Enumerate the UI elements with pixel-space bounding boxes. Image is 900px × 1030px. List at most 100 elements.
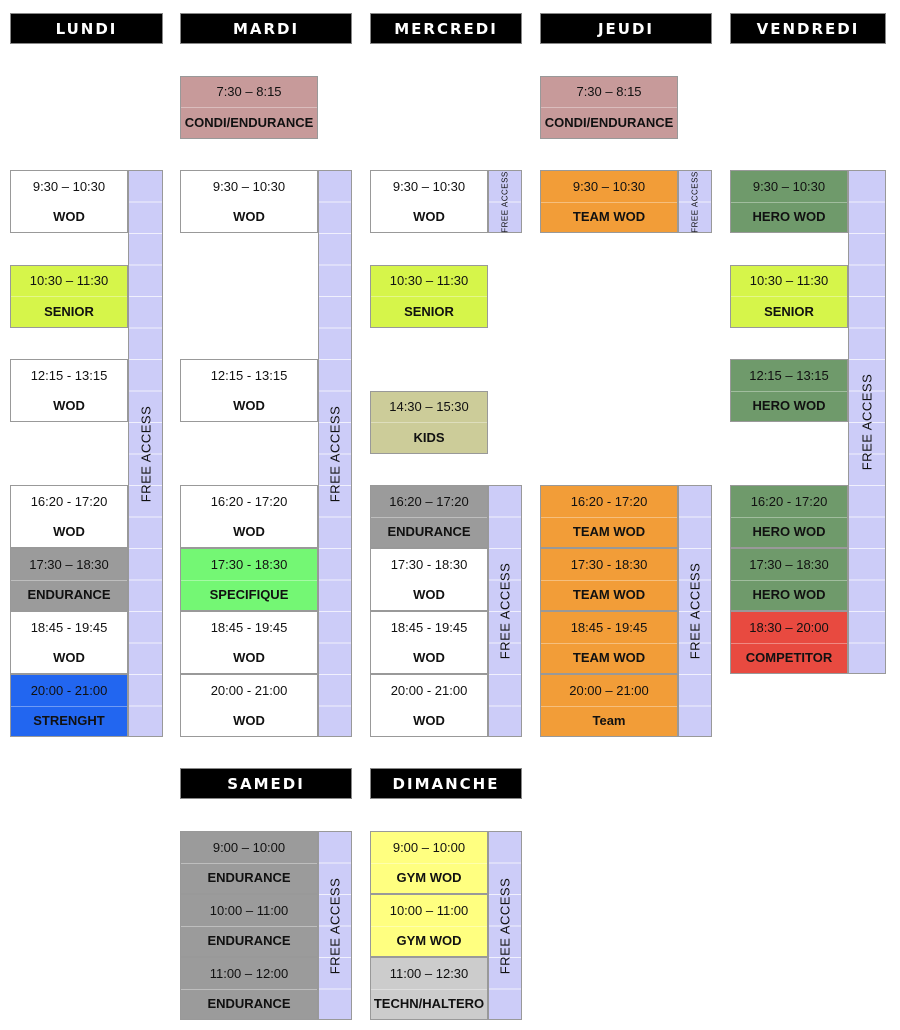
day-header-jeudi: JEUDI [540,13,712,44]
session-time: 17:30 - 18:30 [570,556,648,572]
session-time: 10:30 – 11:30 [749,273,829,289]
session-divider [11,390,127,392]
session-time: 18:45 - 19:45 [570,619,648,635]
free-access-label: FREE ACCESS [138,405,153,502]
free-access-label: FREE ACCESS [327,405,343,502]
session-time: 10:00 – 11:00 [209,902,289,918]
session-divider [11,516,127,518]
session-name: SENIOR [764,303,814,319]
session-time: 14:30 – 15:30 [389,399,469,415]
session-time: 20:00 - 21:00 [30,682,108,698]
session-name: TEAM WOD [572,209,646,225]
session-name: WOD [413,587,445,603]
session-name: CONDI/ENDURANCE [544,114,674,130]
session-name: WOD [413,650,445,666]
session-name: ENDURANCE [207,870,291,886]
session-time: 20:00 - 21:00 [210,682,288,698]
session-divider [181,579,317,581]
free-access-column: FREE ACCESS [848,170,886,674]
session-time: 10:30 – 11:30 [389,273,469,289]
free-access-label: FREE ACCESS [859,373,875,471]
free-access-label: FREE ACCESS [687,562,703,660]
free-access-label: FREE ACCESS [497,562,513,660]
session-name: SPECIFIQUE [209,587,289,603]
session-divider [11,642,127,644]
session-time: 9:30 – 10:30 [752,178,826,194]
session-divider [181,642,317,644]
session-name: GYM WOD [396,870,462,886]
session-time: 16:20 - 17:20 [570,493,648,509]
session-time: 9:30 – 10:30 [392,178,466,194]
session-time: 10:00 – 11:00 [389,902,469,918]
session-time: 20:00 – 21:00 [569,682,649,698]
session-time: 9:30 – 10:30 [32,178,106,194]
session-time: 17:30 – 18:30 [749,556,829,572]
free-access-column: FREE ACCESS [488,831,522,1020]
session-divider [731,642,847,644]
session-name: ENDURANCE [207,996,291,1012]
session-time: 9:30 – 10:30 [572,178,646,194]
session-time: 12:15 – 13:15 [749,367,829,383]
session-name: HERO WOD [752,524,826,540]
free-access-column: FREE ACCESS [678,170,712,233]
session-divider [541,107,677,108]
session-time: 16:20 - 17:20 [210,493,288,509]
session-name: HERO WOD [752,209,826,225]
day-header-mardi: MARDI [180,13,352,44]
session-divider [541,201,677,203]
session-time: 16:20 – 17:20 [389,493,469,509]
session-name: Team [592,713,626,729]
session-name: ENDURANCE [387,524,471,540]
session-divider [731,201,847,203]
session-divider [181,925,317,927]
session-time: 9:30 – 10:30 [212,178,286,194]
session-divider [371,579,487,581]
session-name: WOD [233,650,265,666]
session-name: WOD [53,650,85,666]
session-name: HERO WOD [752,587,826,603]
session-divider [181,705,317,707]
session-time: 17:30 - 18:30 [210,556,288,572]
session-divider [371,642,487,644]
session-divider [541,516,677,518]
